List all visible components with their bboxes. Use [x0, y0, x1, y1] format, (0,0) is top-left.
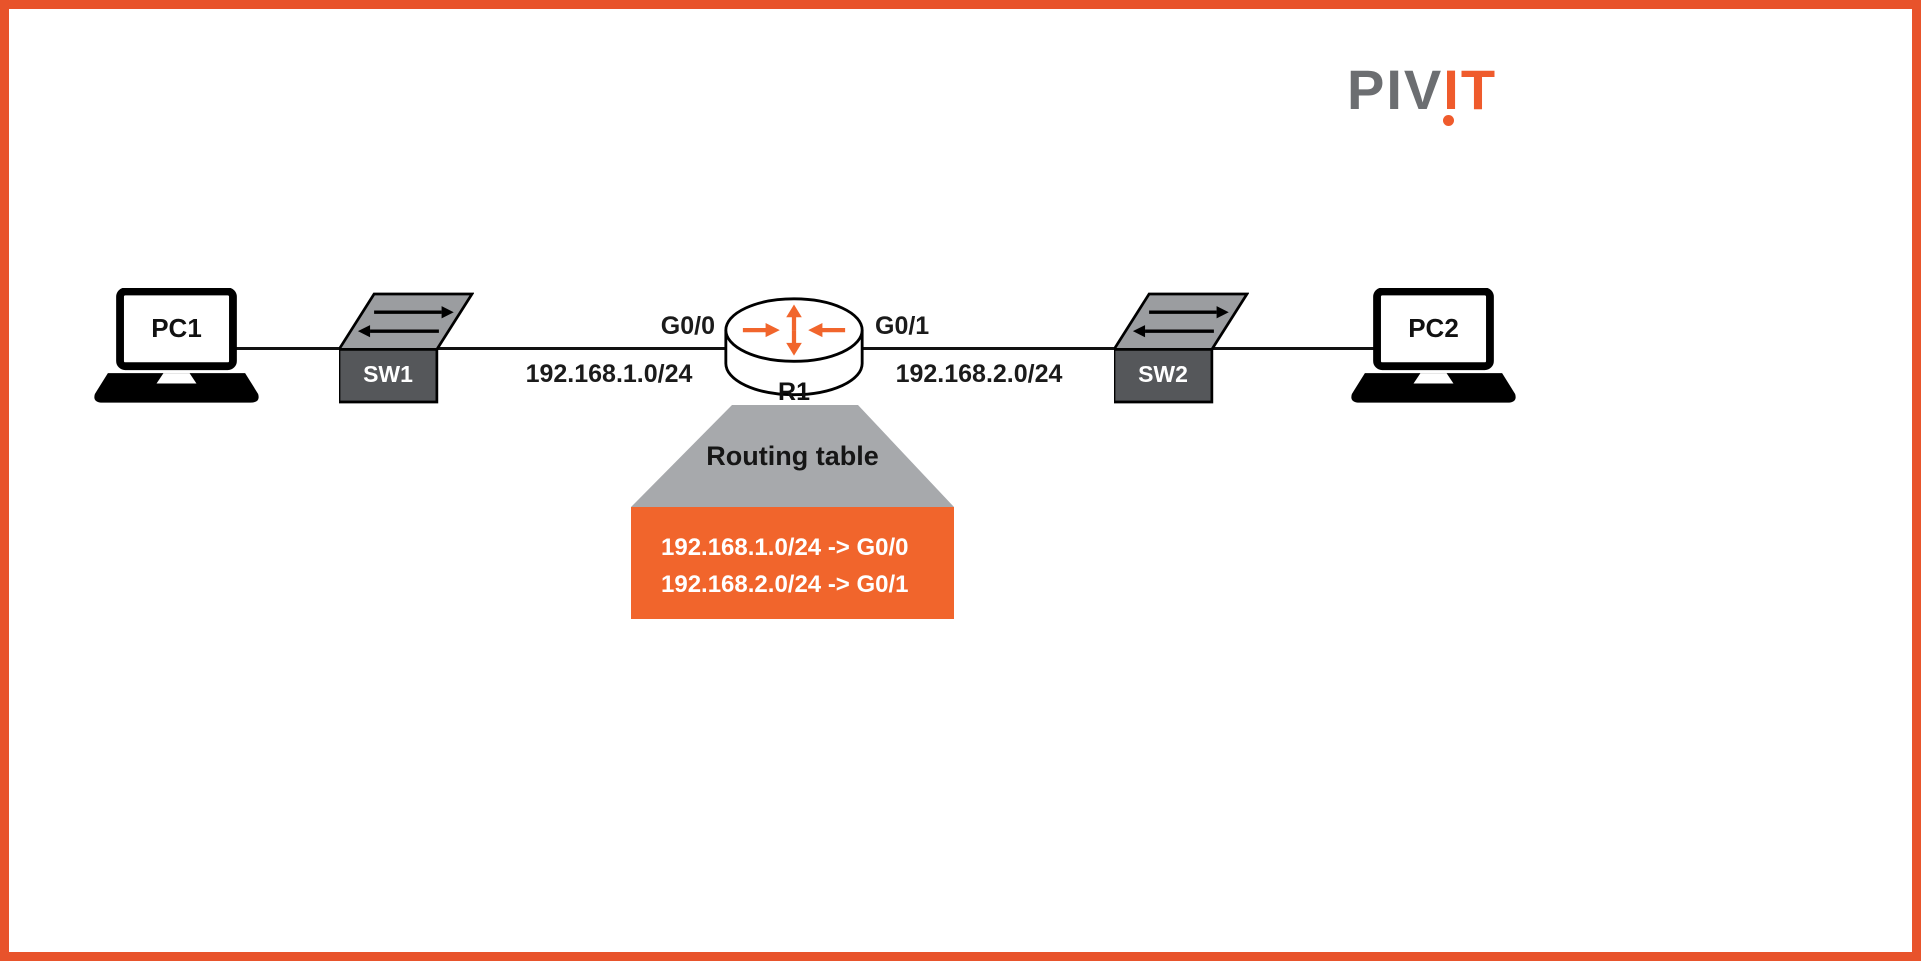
r1-device — [723, 296, 865, 403]
r1-label: R1 — [778, 378, 810, 406]
pivit-logo: PIVIT — [1347, 57, 1498, 126]
logo-orange-text-wrap: IT — [1443, 57, 1498, 126]
laptop-icon — [94, 288, 259, 403]
routing-table-callout-funnel — [631, 405, 954, 507]
routing-table-entry: 192.168.1.0/24 -> G0/0 — [661, 534, 909, 561]
routing-table-title: Routing table — [706, 441, 879, 471]
pc1-device: PC1 — [94, 288, 259, 410]
router-right-interface-label: G0/1 — [875, 312, 930, 340]
sw1-label: SW1 — [363, 361, 413, 387]
routing-table-entry: 192.168.2.0/24 -> G0/1 — [661, 571, 909, 598]
router-left-interface-label: G0/0 — [660, 312, 715, 340]
logo-orange-text: IT — [1443, 58, 1498, 121]
pc1-label: PC1 — [151, 313, 202, 343]
left-subnet-label: 192.168.1.0/24 — [525, 360, 693, 388]
logo-dot-icon — [1443, 115, 1455, 126]
routing-table-box: 192.168.1.0/24 -> G0/0 192.168.2.0/24 ->… — [631, 507, 954, 619]
sw2-label: SW2 — [1138, 361, 1188, 387]
sw2-device: SW2 — [1114, 292, 1249, 404]
logo-gray-text: PIV — [1347, 58, 1444, 121]
pc2-device: PC2 — [1351, 288, 1516, 410]
right-subnet-label: 192.168.2.0/24 — [895, 360, 1063, 388]
router-arrows-icon — [742, 304, 846, 356]
switch-icon — [1114, 292, 1249, 404]
sw1-device: SW1 — [339, 292, 474, 404]
pc2-label: PC2 — [1408, 313, 1459, 343]
switch-icon — [339, 292, 474, 404]
router-icon — [724, 297, 864, 397]
laptop-icon — [1351, 288, 1516, 403]
